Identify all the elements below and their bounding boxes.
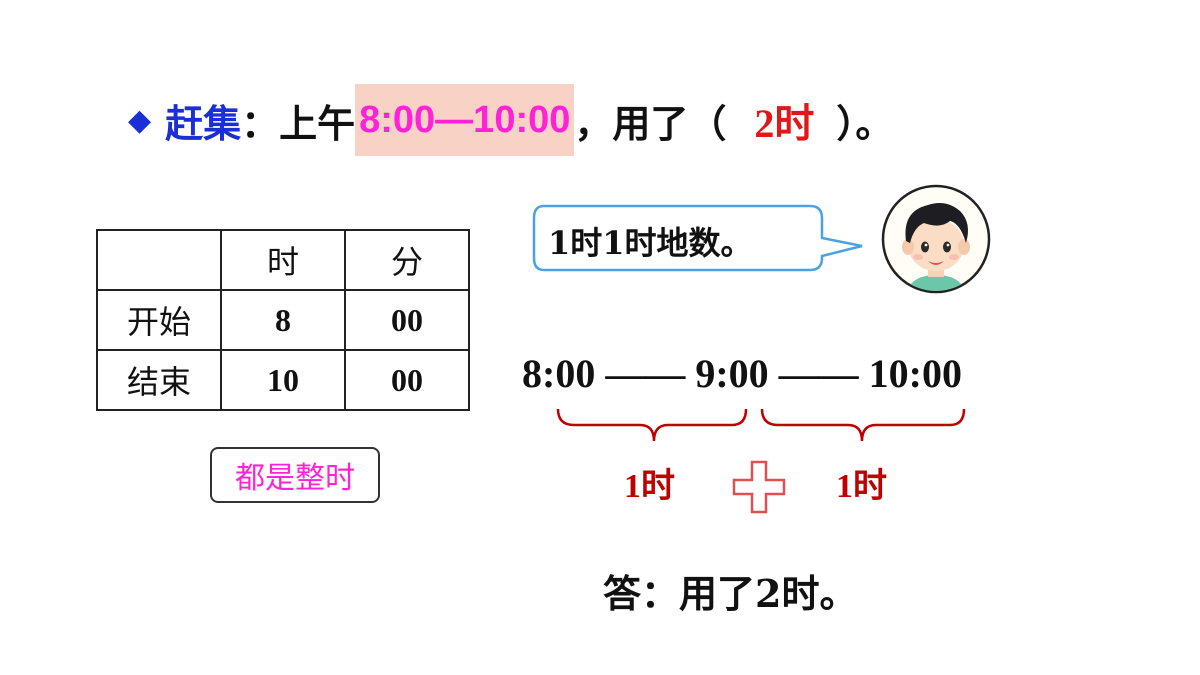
segment-label-second: 1时 [836, 468, 887, 505]
title-prefix: 上午 [279, 101, 356, 146]
hour-cell: 8 [220, 289, 346, 351]
brace-markers [556, 408, 966, 442]
row-label: 结束 [96, 349, 222, 411]
whole-hour-tag: 都是整时 [210, 447, 380, 503]
table-header-cell [96, 229, 222, 291]
time-range-highlight: 8:00—10:00 [355, 84, 575, 156]
brace-right [760, 408, 966, 442]
row-label: 开始 [96, 289, 222, 351]
table-row: 结束 10 00 [96, 349, 470, 411]
time-table: 时 分 开始 8 00 结束 10 00 [96, 229, 470, 411]
diamond-bullet-icon: ◆ [128, 102, 152, 138]
minute-cell: 00 [344, 349, 470, 411]
speech-bubble [532, 204, 863, 272]
title-answer: 2时 [754, 101, 815, 146]
table-header-cell: 时 [220, 229, 346, 291]
brace-left [556, 408, 748, 442]
answer-line: 答：用了2时。 [603, 571, 858, 616]
title-keyword: 赶集 [165, 101, 242, 146]
speech-text: 1时1时地数。 [548, 224, 753, 262]
segment-label-first: 1时 [624, 468, 675, 505]
hour-cell: 10 [220, 349, 346, 411]
table-header-cell: 分 [344, 229, 470, 291]
table-header-row: 时 分 [96, 229, 470, 291]
minute-cell: 00 [344, 289, 470, 351]
title-colon: ： [241, 101, 280, 146]
plus-icon [732, 460, 786, 514]
problem-title: ◆ 赶集 ： 上午 8:00—10:00 ，用了（ 2时 ）。 [128, 84, 894, 156]
title-suffix: ）。 [836, 101, 894, 146]
table-row: 开始 8 00 [96, 289, 470, 351]
boy-avatar-icon [881, 184, 991, 294]
title-middle: ，用了（ [574, 101, 727, 146]
timeline-text: 8:00 —— 9:00 —— 10:00 [522, 351, 962, 396]
